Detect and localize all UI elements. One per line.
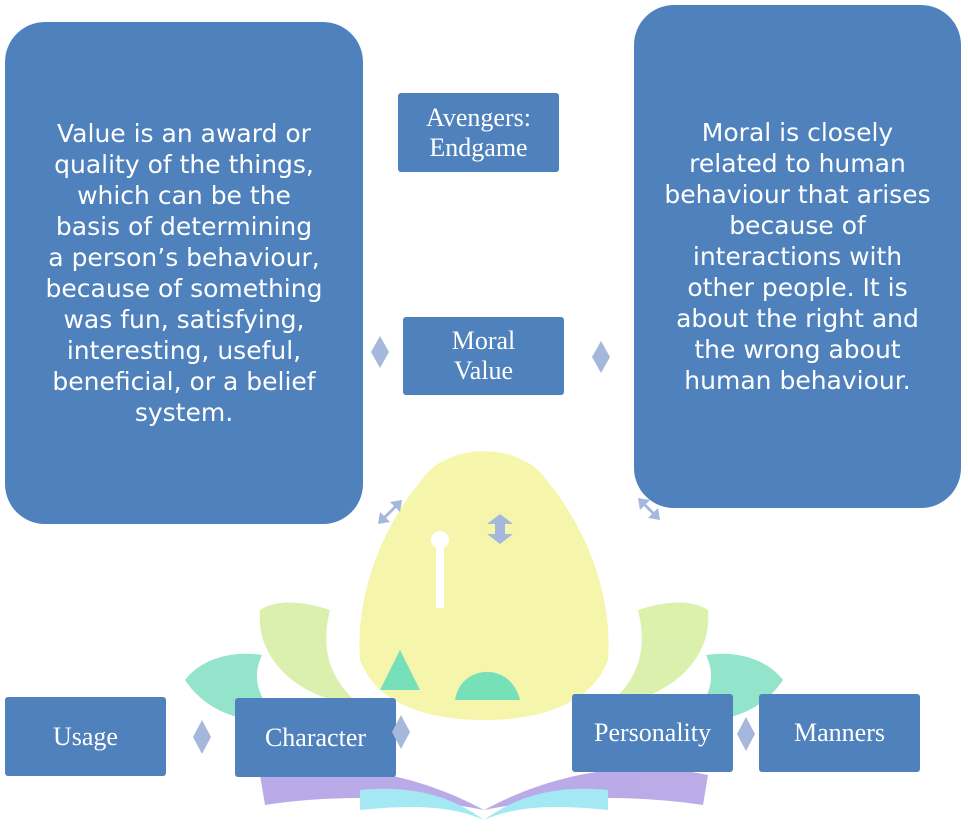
diamond-connector-icon [592,341,610,373]
value-definition-box: Value is an award or quality of the thin… [5,22,363,524]
diamond-connector-icon [737,717,755,751]
moral-definition-box: Moral is closely related to human behavi… [634,5,961,508]
diamond-connector-icon [193,720,211,754]
film-title-text: Avengers: Endgame [426,102,531,162]
double-arrow-icon [487,514,513,544]
value-definition-text: Value is an award or quality of the thin… [45,119,323,427]
watermark-center-leaf [359,451,609,720]
personality-text: Personality [594,718,711,747]
diamond-connector-icon [392,715,410,749]
usage-text: Usage [53,721,118,751]
character-text: Character [264,722,367,752]
watermark-right-leaf [608,602,709,705]
moral-value-box: Moral Value [403,317,564,395]
usage-box: Usage [5,697,166,776]
film-title-box: Avengers: Endgame [398,93,559,172]
personality-box: Personality [572,694,733,772]
watermark-left-leaf [259,602,360,705]
character-box: Character [235,698,396,777]
diamond-connector-icon [371,336,389,368]
moral-value-text: Moral Value [451,326,516,385]
moral-definition-text: Moral is closely related to human behavi… [664,118,931,395]
double-arrow-icon [378,500,402,524]
manners-box: Manners [759,694,920,772]
watermark-center-dot [431,531,449,549]
double-arrow-icon [638,498,660,520]
manners-text: Manners [794,718,885,747]
